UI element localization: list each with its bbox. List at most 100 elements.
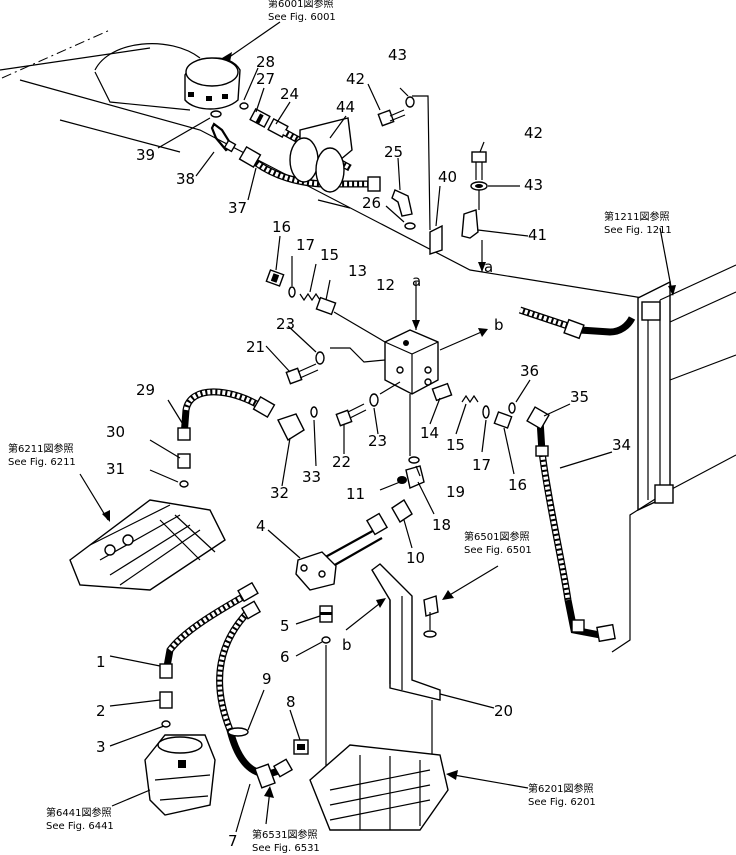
ref-1211-jp: 第1211図参照 [604,210,669,223]
label-19: 19 [446,483,465,501]
label-16b: 16 [508,476,527,494]
label-18: 18 [432,516,451,534]
ref-6001-jp: 第6001図参照 [268,0,333,10]
label-34: 34 [612,436,631,454]
bolt-42-right [471,151,487,180]
label-31: 31 [106,460,125,478]
bracket-line [412,95,431,231]
label-35: 35 [570,388,589,406]
main-valve-6201 [309,744,449,831]
washer-23-right [369,393,379,407]
label-30: 30 [106,423,125,441]
label-36: 36 [520,362,539,380]
control-valve-6211 [69,499,226,591]
leader-23 [330,347,386,363]
part-labels: 1 2 3 4 5 6 7 8 9 10 11 12 13 14 15 15 1… [96,46,631,850]
label-14: 14 [420,424,439,442]
label-1: 1 [96,653,106,671]
label-11: 11 [346,485,365,503]
label-27: 27 [256,70,275,88]
spring-15-right [461,394,479,404]
label-7: 7 [228,832,238,850]
ref-6211-en: See Fig. 6211 [8,457,76,468]
label-43b: 43 [524,176,543,194]
label-5: 5 [280,617,290,635]
flow-label-b-1: b [494,316,504,334]
plug-16-left [265,269,285,287]
label-44: 44 [336,98,355,116]
oring-6 [321,636,331,644]
label-32: 32 [270,484,289,502]
label-24: 24 [280,85,299,103]
hose-34 [526,406,616,643]
ref-6201-en: See Fig. 6201 [528,797,596,808]
ref-6531-jp: 第6531図参照 [252,828,317,841]
hose-1 [159,581,259,679]
flow-arrow-a-into-block [412,282,420,330]
spring-15-left [299,292,321,302]
clamp-9 [227,727,249,737]
label-29: 29 [136,381,155,399]
label-15b: 15 [446,436,465,454]
label-22: 22 [332,453,351,471]
flow-arrow-b-left [345,598,386,631]
label-8: 8 [286,693,296,711]
label-26: 26 [362,194,381,212]
ref-6201-jp: 第6201図参照 [528,782,593,795]
tank-component [184,57,241,110]
label-37: 37 [228,199,247,217]
bracket-20 [371,563,441,701]
poppet-13 [315,296,337,316]
oring-17-right [482,405,490,419]
label-10: 10 [406,549,425,567]
elbow-25 [391,189,413,217]
label-17a: 17 [296,236,315,254]
bolt-22 [335,403,367,427]
oring-17-left [288,286,296,298]
washer-23-left [315,351,325,365]
ref-6441-en: See Fig. 6441 [46,821,114,832]
hose-29 [177,388,276,441]
leader-lines [79,21,676,833]
cooler-pipe [518,306,636,340]
label-17b: 17 [472,456,491,474]
ref-1211-en: See Fig. 1211 [604,225,672,236]
bracket-40 [429,224,443,255]
label-9: 9 [262,670,272,688]
washer-43-top [405,96,415,108]
elbow-38 [210,122,237,153]
fitting-7 [254,763,276,789]
label-40: 40 [438,168,457,186]
washer-19 [408,456,420,464]
label-33: 33 [302,468,321,486]
clamp-44 [289,117,353,209]
fitting-8 [293,739,309,755]
elbow-10 [391,499,413,523]
connector-27 [249,107,271,129]
label-21: 21 [246,338,265,356]
label-20: 20 [494,702,513,720]
frame-outline [0,29,656,301]
ref-6001-en: See Fig. 6001 [268,12,336,23]
washer-26 [404,222,416,230]
fitting-30 [177,453,191,469]
oring-3 [161,720,171,728]
label-6: 6 [280,648,290,666]
leader-13 [333,311,386,343]
pipe-4 [295,512,389,591]
bolt-6501 [423,595,439,638]
label-3: 3 [96,738,106,756]
elbow-32 [277,413,305,442]
fitting-5 [319,605,333,623]
label-42b: 42 [524,124,543,142]
ref-6501-jp: 第6501図参照 [464,530,529,543]
plug-16-right [493,411,513,429]
flow-label-a-1: a [484,258,493,276]
oring-33 [310,406,318,418]
figure-references: 第6001図参照 See Fig. 6001 第1211図参照 See Fig.… [8,0,672,854]
label-12: 12 [376,276,395,294]
flow-arrow-a-down [478,240,486,272]
ref-6441-jp: 第6441図参照 [46,806,111,819]
label-15a: 15 [320,246,339,264]
